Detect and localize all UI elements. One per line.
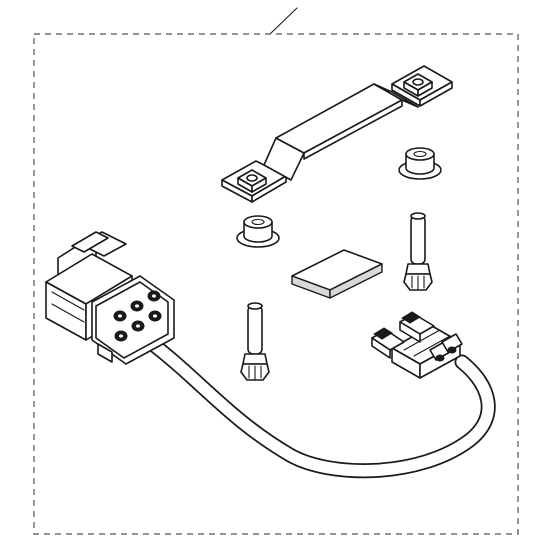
wiring-harness — [142, 334, 496, 479]
twin-connector-block — [371, 311, 463, 379]
bracket-nut-right — [403, 73, 433, 97]
push-pin-icon — [403, 212, 433, 291]
six-pin-connector — [45, 231, 175, 365]
grommet-icon — [398, 147, 442, 180]
push-pin-icon — [240, 302, 270, 381]
leader-line — [269, 7, 298, 35]
bracket-nut-left — [237, 169, 267, 193]
kit-frame — [33, 33, 519, 535]
foam-pad — [291, 249, 383, 299]
grommet-icon — [236, 215, 280, 248]
mounting-bracket — [221, 65, 453, 203]
